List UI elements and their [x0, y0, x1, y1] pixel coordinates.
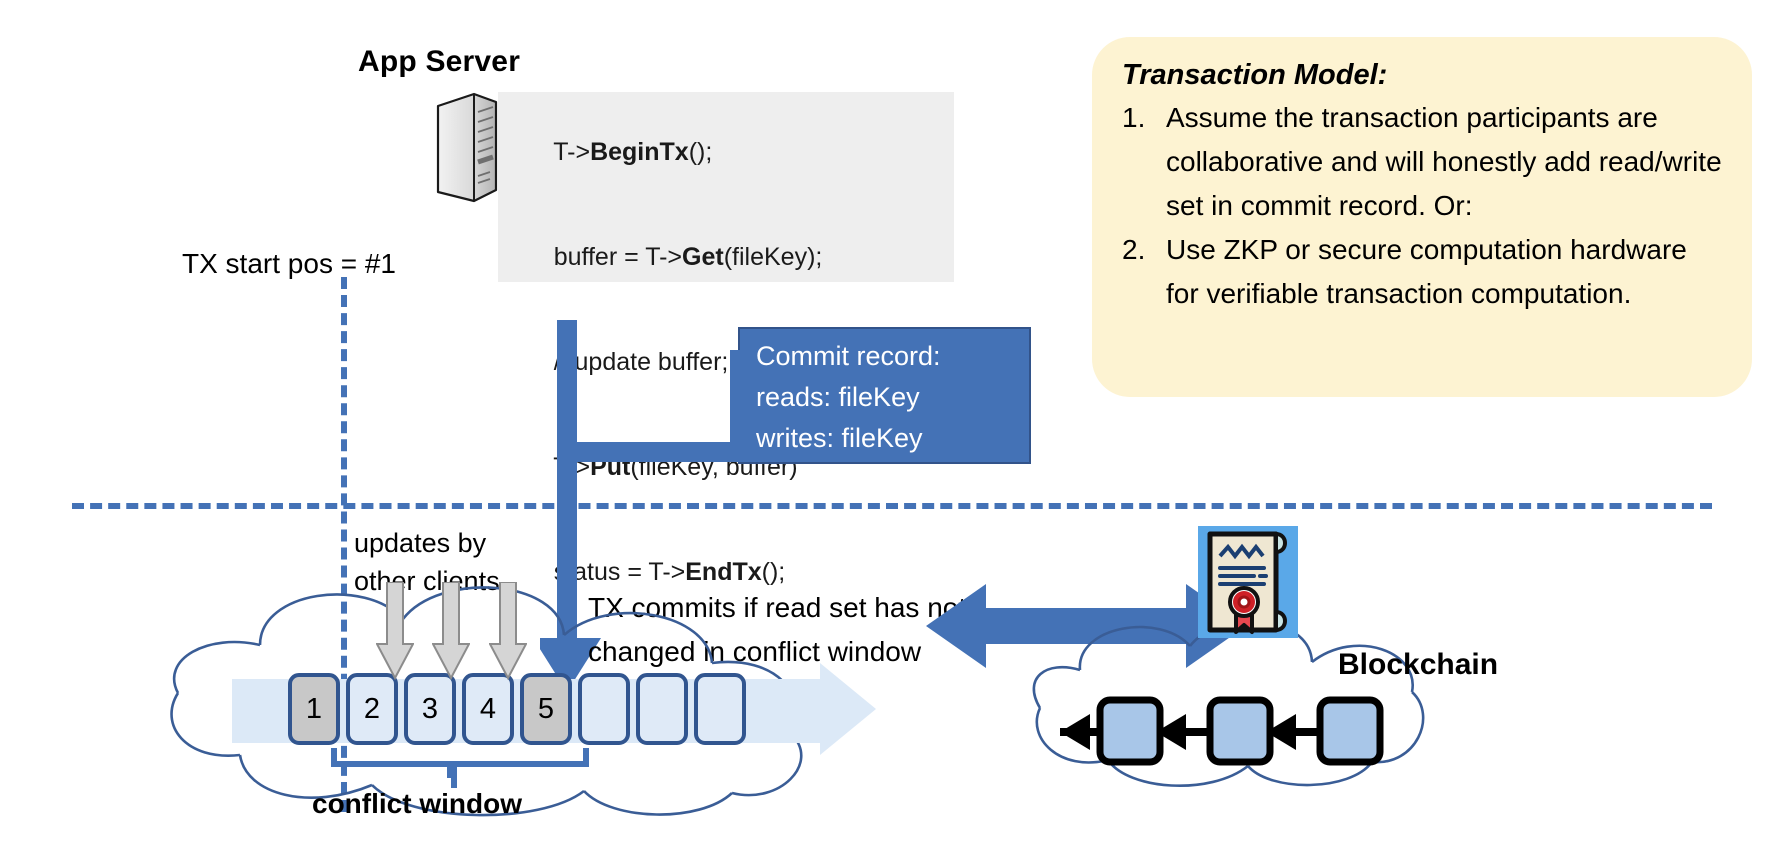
ledger-block-list: 1 2 3 4 5: [288, 673, 746, 745]
app-server-title: App Server: [358, 45, 521, 78]
tx-start-pos-label: TX start pos = #1: [182, 248, 396, 279]
list-text: Use ZKP or secure computation hardware f…: [1166, 234, 1687, 309]
conflict-window-brace: [330, 747, 590, 794]
blockchain-label: Blockchain: [1338, 648, 1499, 681]
commit-record-writes: writes: fileKey: [756, 423, 923, 453]
ledger-block[interactable]: 3: [404, 673, 456, 745]
blockchain-block: [1206, 696, 1274, 766]
list-number: 1.: [1122, 102, 1146, 133]
ledger-block[interactable]: 1: [288, 673, 340, 745]
transaction-model-item: 2. Use ZKP or secure computation hardwar…: [1122, 228, 1726, 316]
tx-start-dashed-line: [341, 277, 347, 812]
ledger-block[interactable]: 4: [462, 673, 514, 745]
updates-label-line2: other clients: [354, 566, 500, 596]
ledger-block[interactable]: [694, 673, 746, 745]
ledger-block[interactable]: 2: [346, 673, 398, 745]
commit-record-box: Commit record: reads: fileKey writes: fi…: [738, 327, 1031, 464]
updates-label-line1: updates by: [354, 528, 487, 558]
blockchain-block-chain: [1060, 686, 1420, 766]
transaction-model-callout: Transaction Model: 1. Assume the transac…: [1092, 37, 1752, 397]
ledger-block[interactable]: 5: [520, 673, 572, 745]
server-tower-icon: [432, 90, 502, 205]
certificate-contract-icon: [1198, 526, 1298, 638]
blockchain-block: [1096, 696, 1164, 766]
code-snippet-panel: T->BeginTx(); buffer = T->Get(fileKey); …: [498, 92, 954, 586]
bidirectional-sync-arrow: [926, 580, 1246, 672]
commit-record-reads: reads: fileKey: [756, 382, 920, 412]
updates-by-other-clients-label: updates by other clients: [354, 524, 500, 600]
ledger-block[interactable]: [636, 673, 688, 745]
code-line: buffer = T->Get(fileKey);: [553, 243, 823, 271]
tx-commits-line1: TX commits if read set has not: [588, 592, 967, 623]
commit-flow-arrow: [533, 320, 800, 720]
commit-record-title: Commit record:: [756, 341, 941, 371]
code-line: // update buffer;: [553, 348, 729, 376]
tx-commits-line2: changed in conflict window: [588, 636, 922, 667]
code-line: T->BeginTx();: [553, 138, 713, 166]
layer-separator-dashed-line: [72, 503, 1712, 509]
tx-commits-condition-label: TX commits if read set has not changed i…: [588, 586, 966, 674]
list-number: 2.: [1122, 234, 1146, 265]
ledger-cloud-outline: [160, 585, 860, 820]
update-arrow-icon: [488, 581, 528, 681]
transaction-model-item: 1. Assume the transaction participants a…: [1122, 96, 1726, 228]
transaction-model-title: Transaction Model:: [1122, 59, 1388, 91]
update-arrow-icon: [431, 581, 471, 681]
update-arrow-icon: [375, 581, 415, 681]
ledger-growth-arrow-icon: [768, 663, 880, 755]
ledger-block[interactable]: [578, 673, 630, 745]
conflict-window-label: conflict window: [312, 788, 522, 819]
blockchain-block: [1316, 696, 1384, 766]
list-text: Assume the transaction participants are …: [1166, 102, 1722, 221]
